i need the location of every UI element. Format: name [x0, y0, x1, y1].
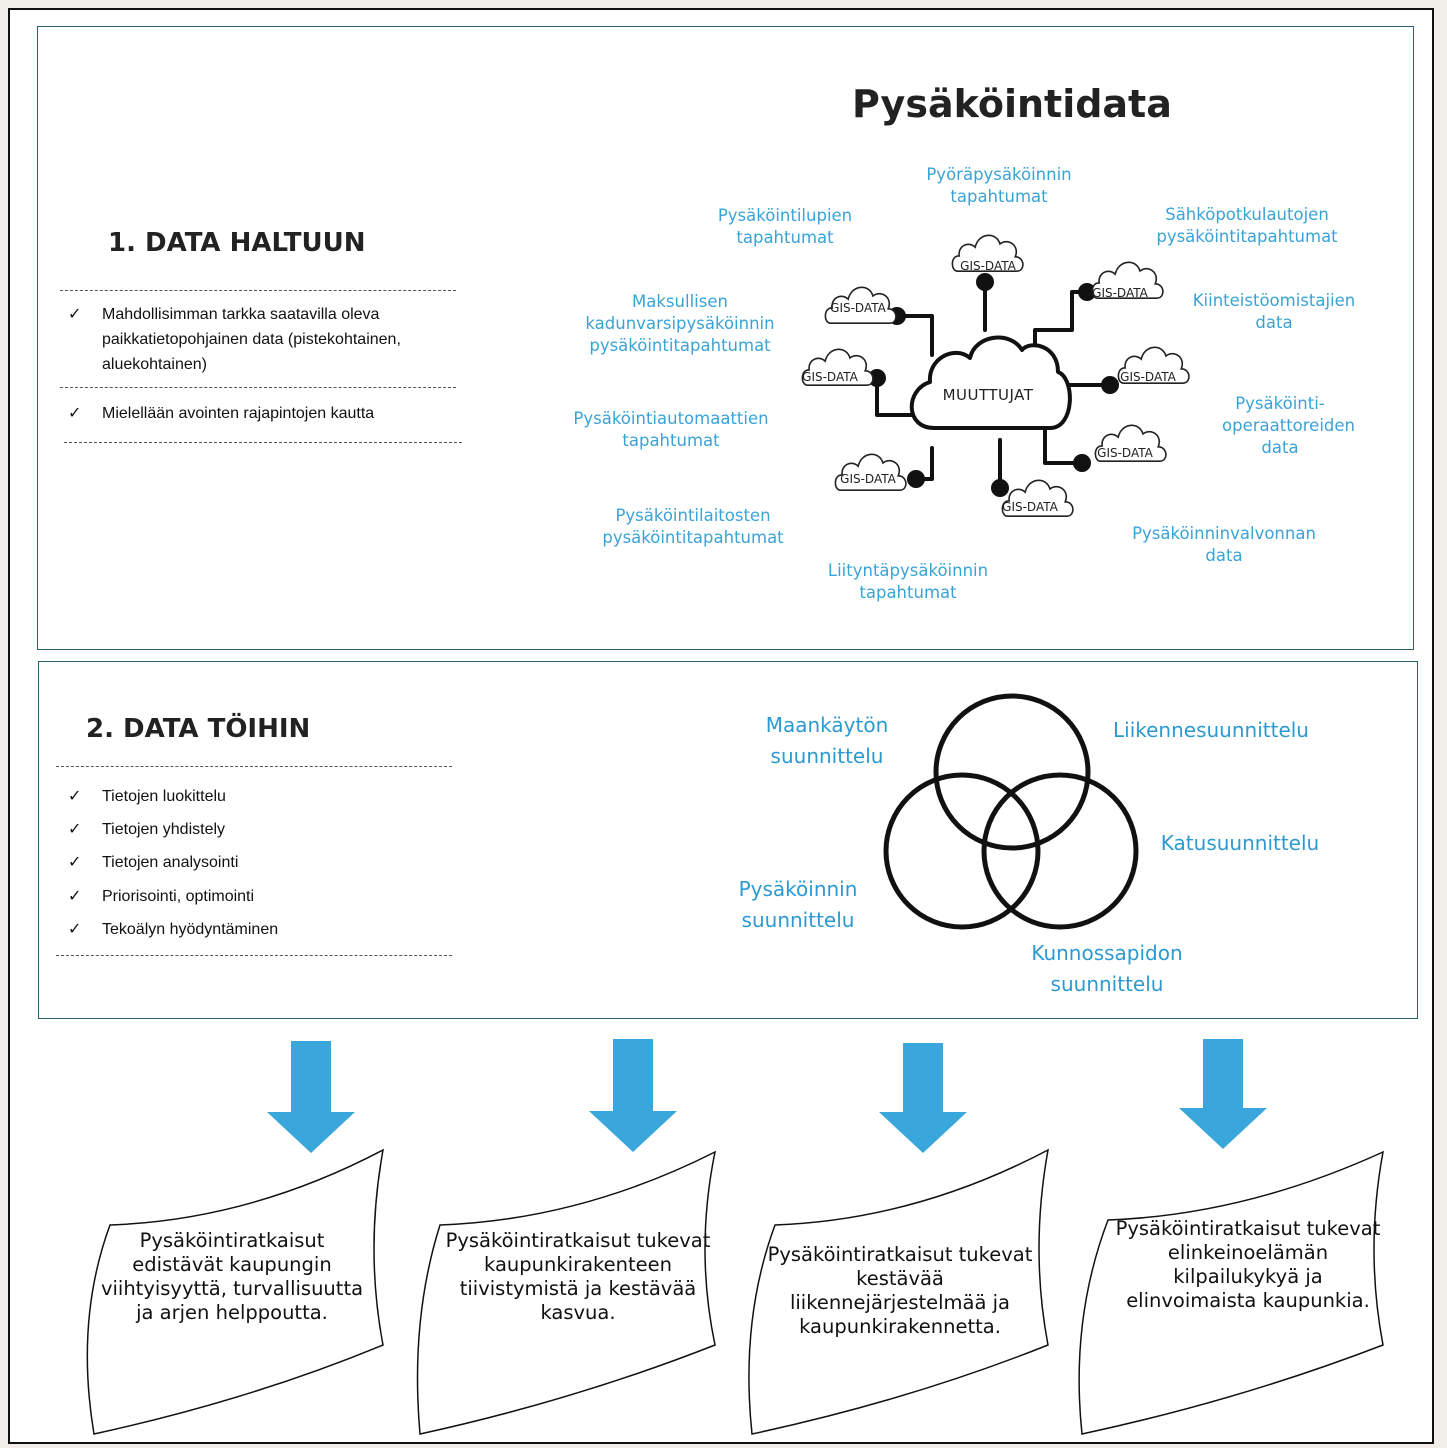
outcome-text: Pysäköintiratkaisut tukevat kaupunkirake…	[445, 1229, 711, 1324]
check-item-text: Mahdollisimman tarkka saatavilla oleva p…	[102, 306, 401, 373]
venn-label: Kunnossapidon suunnittelu	[1031, 941, 1183, 996]
source-label: Pysäköintiautomaattien tapahtumat	[573, 409, 769, 450]
divider	[64, 442, 462, 443]
check-item-text: Priorisointi, optimointi	[102, 888, 255, 905]
check-item-text: Tekoälyn hyödyntäminen	[102, 921, 279, 938]
source-label: Kiinteistöomistajien data	[1192, 291, 1356, 332]
source-label: Maksullisen kadunvarsipysäköinnin pysäkö…	[585, 292, 775, 355]
source-label: Pysäköinti-operaattoreiden data	[1222, 394, 1355, 457]
outcome-text: Pysäköintiratkaisut tukevat elinkeinoelä…	[1115, 1217, 1381, 1312]
divider	[60, 290, 456, 291]
gis-node-label: GIS-DATA	[1097, 446, 1153, 460]
outcome-text: Pysäköintiratkaisut tukevat kestävää lii…	[767, 1243, 1033, 1338]
checkmark-icon: ✓	[68, 788, 82, 805]
venn-label: Liikennesuunnittelu	[1113, 718, 1309, 742]
venn-label: Maankäytön suunnittelu	[765, 713, 889, 768]
gis-node-label: GIS-DATA	[802, 370, 858, 384]
section-data-use	[38, 661, 1418, 1019]
divider	[56, 766, 452, 767]
checkmark-icon: ✓	[68, 306, 82, 323]
gis-node-label: GIS-DATA	[830, 301, 886, 315]
check-item-text: Tietojen analysointi	[102, 854, 239, 871]
outcome-text: Pysäköintiratkaisut edistävät kaupungin …	[100, 1229, 364, 1324]
checkmark-icon: ✓	[68, 854, 82, 871]
gis-node-label: GIS-DATA	[840, 472, 896, 486]
venn-label: Pysäköinnin suunnittelu	[738, 877, 858, 932]
source-label: Pyöräpysäköinnin tapahtumat	[926, 165, 1072, 206]
gis-node-label: GIS-DATA	[1002, 500, 1058, 514]
central-cloud-icon	[909, 335, 1072, 430]
section-data-collection	[37, 26, 1414, 650]
checkmark-icon: ✓	[68, 921, 82, 938]
checkmark-icon: ✓	[68, 405, 82, 422]
source-label: Pysäköintilaitosten pysäköintitapahtumat	[602, 506, 784, 547]
cloud-network-diagram: MUUTTUJAT GIS-DATA GIS-DATA GIS-DATA GIS…	[801, 234, 1190, 518]
divider	[60, 387, 456, 388]
section1-heading: 1. DATA HALTUUN	[108, 228, 366, 258]
source-label: Pysäköinninvalvonnan data	[1132, 524, 1316, 565]
gis-node-label: GIS-DATA	[1092, 286, 1148, 300]
checkmark-icon: ✓	[68, 821, 82, 838]
diagram-title: Pysäköintidata	[852, 82, 1172, 126]
venn-label: Katusuunnittelu	[1160, 831, 1320, 855]
central-cloud-label: MUUTTUJAT	[943, 386, 1034, 404]
source-label: Pysäköintilupien tapahtumat	[717, 206, 853, 247]
gis-node-label: GIS-DATA	[960, 259, 1016, 273]
check-item-text: Mielellään avointen rajapintojen kautta	[102, 405, 375, 422]
source-label: Sähköpotkulautojen pysäköintitapahtumat	[1156, 205, 1338, 246]
checkmark-icon: ✓	[68, 888, 82, 905]
section2-heading: 2. DATA TÖIHIN	[86, 714, 311, 744]
gis-node-label: GIS-DATA	[1120, 370, 1176, 384]
check-item-text: Tietojen luokittelu	[102, 788, 226, 805]
check-item-text: Tietojen yhdistely	[102, 821, 226, 838]
divider	[56, 955, 452, 956]
source-label: Liityntäpysäköinnin tapahtumat	[827, 561, 989, 602]
